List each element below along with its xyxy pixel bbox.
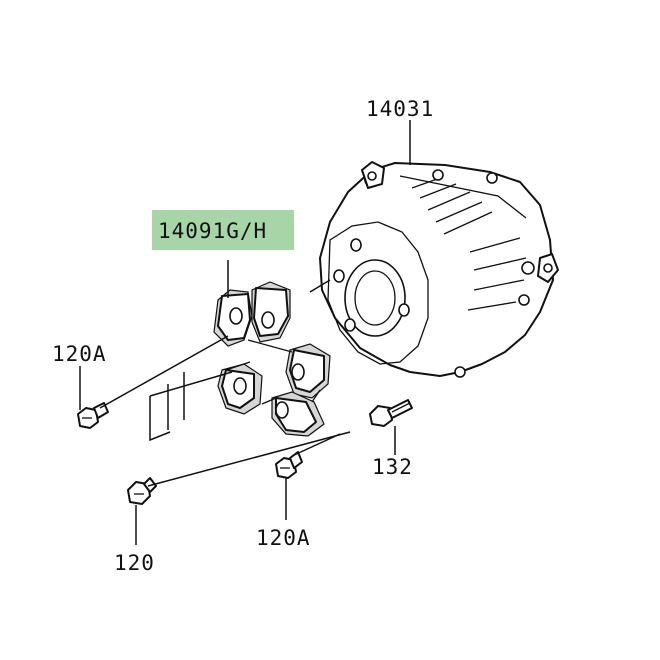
label-120a-upper: 120A	[52, 342, 107, 366]
bolt-120a-lower-center[interactable]	[275, 451, 303, 479]
engine-cover-14031[interactable]	[319, 161, 559, 378]
label-120: 120	[114, 551, 155, 575]
label-132: 132	[372, 455, 413, 479]
label-14091gh: 14091G/H	[158, 219, 267, 243]
bolt-132-right[interactable]	[369, 399, 413, 427]
bolt-120-lower-left[interactable]	[127, 477, 157, 505]
label-14031: 14031	[366, 97, 434, 121]
highlight-box	[152, 210, 294, 250]
damper-cushion-14091[interactable]	[213, 281, 331, 437]
label-120a-lower: 120A	[256, 526, 311, 550]
assembly-lines	[79, 120, 411, 545]
bolt-120a-upper-left[interactable]	[77, 402, 109, 429]
